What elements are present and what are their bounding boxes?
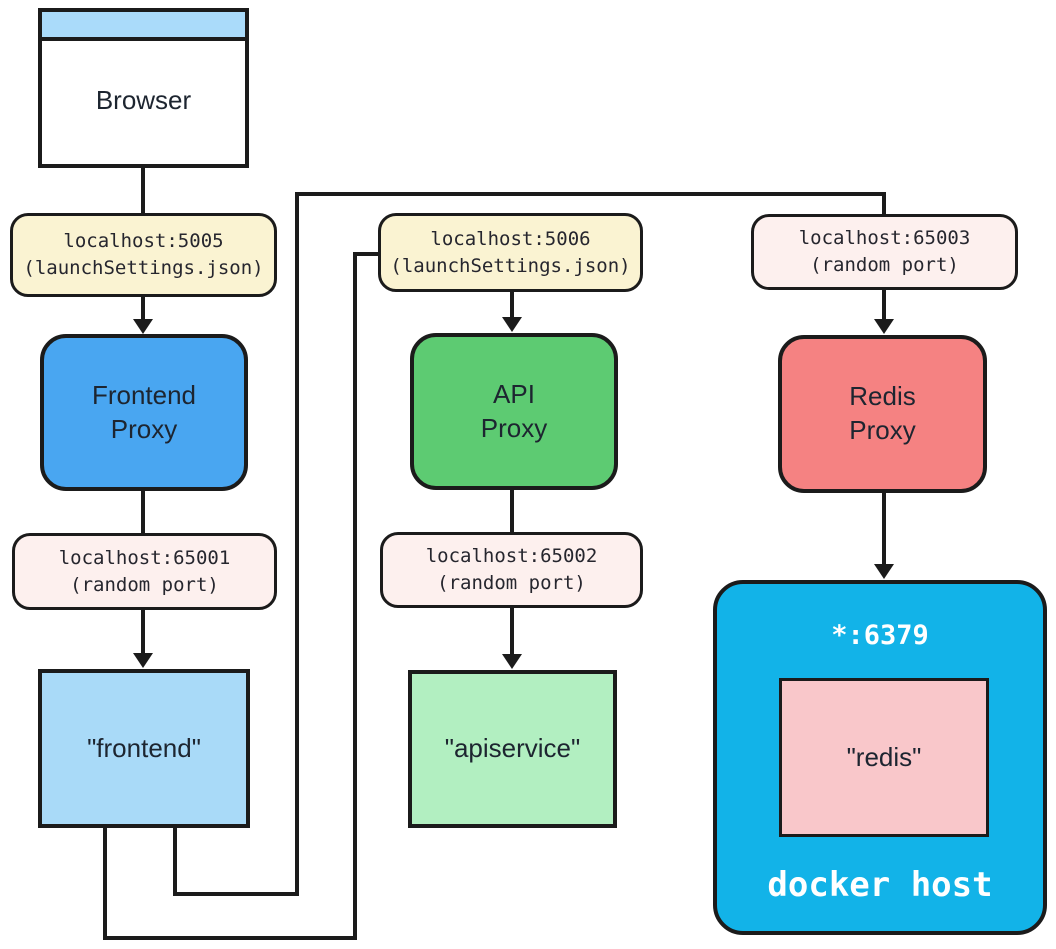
port-label-5005: localhost:5005 (launchSettings.json) (10, 213, 277, 297)
connector-frontend-api-v1 (103, 828, 107, 940)
line-browser-to-5005 (141, 166, 145, 214)
connector-frontend-api-h2 (353, 252, 378, 256)
port-label-5006-line2: (launchSettings.json) (390, 254, 631, 277)
port-label-65003-line2: (random port) (810, 254, 959, 276)
port-label-65002: localhost:65002 (random port) (380, 532, 643, 608)
port-label-65003: localhost:65003 (random port) (751, 214, 1018, 290)
line-frontend-proxy-to-65001 (141, 491, 145, 533)
redis-service-node: "redis" (779, 678, 989, 837)
arrowhead-into-frontend (133, 653, 153, 668)
frontend-service-label: "frontend" (87, 732, 201, 763)
port-label-65002-line2: (random port) (437, 572, 586, 594)
connector-frontend-api-h1 (103, 936, 357, 940)
arrowhead-into-apiservice (502, 654, 522, 669)
line-5006-to-api-proxy (510, 292, 514, 319)
connector-frontend-redis-v2 (295, 192, 299, 896)
port-label-5005-line1: localhost:5005 (63, 230, 224, 253)
api-proxy-label-line1: API (493, 378, 535, 409)
arrowhead-into-api-proxy (502, 317, 522, 332)
docker-port-label: *:6379 (831, 620, 929, 651)
port-label-65001-line2: (random port) (70, 573, 219, 596)
connector-frontend-redis-v3 (882, 192, 886, 214)
line-5005-to-frontend-proxy (141, 297, 145, 321)
frontend-proxy-label-line1: Frontend (91, 379, 197, 410)
port-label-65001: localhost:65001 (random port) (12, 533, 277, 610)
arrowhead-into-frontend-proxy (133, 319, 153, 334)
api-proxy-label-line2: Proxy (480, 412, 548, 443)
connector-frontend-redis-h2 (295, 192, 886, 196)
port-label-5005-line2: (launchSettings.json) (23, 257, 264, 279)
arrowhead-into-redis-proxy (874, 319, 894, 334)
frontend-service-node: "frontend" (38, 669, 250, 828)
redis-proxy-label-line2: Proxy (849, 415, 916, 445)
port-label-5006: localhost:5006 (launchSettings.json) (378, 213, 643, 292)
frontend-proxy-label-line2: Proxy (110, 413, 178, 444)
apiservice-node: "apiservice" (408, 670, 617, 828)
frontend-proxy-node: Frontend Proxy (40, 334, 248, 491)
api-proxy-node: API Proxy (410, 333, 618, 490)
browser-titlebar (42, 12, 245, 41)
redis-service-label: "redis" (846, 741, 922, 772)
line-65003-to-redis-proxy (882, 290, 886, 321)
connector-frontend-redis-h1 (173, 892, 299, 896)
port-label-65001-line1: localhost:65001 (58, 546, 231, 569)
line-api-proxy-to-65002 (510, 490, 514, 532)
line-redis-proxy-to-docker-host (882, 493, 886, 566)
browser-label: Browser (95, 84, 192, 115)
redis-proxy-label-line1: Redis (849, 381, 916, 412)
browser-node: Browser (38, 8, 249, 168)
line-65002-to-apiservice (510, 608, 514, 656)
apiservice-label: "apiservice" (444, 733, 581, 764)
connector-frontend-api-v2 (353, 252, 357, 940)
redis-proxy-node: Redis Proxy (778, 335, 987, 493)
port-label-65003-line1: localhost:65003 (798, 227, 971, 250)
connector-frontend-redis-v1 (173, 828, 177, 896)
port-label-5006-line1: localhost:5006 (430, 227, 591, 250)
port-label-65002-line1: localhost:65002 (425, 545, 598, 568)
docker-host-label: docker host (767, 864, 993, 905)
arrowhead-into-docker-host (874, 564, 894, 579)
line-65001-to-frontend (141, 610, 145, 655)
docker-host-node: *:6379 "redis" docker host (713, 580, 1047, 935)
